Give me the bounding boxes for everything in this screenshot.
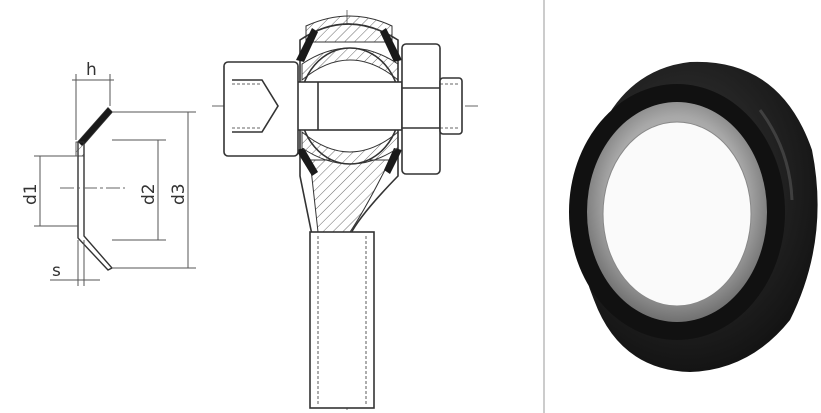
- dim-h-label: h: [86, 60, 97, 80]
- dim-d2-label: d2: [139, 183, 159, 205]
- dim-s-label: s: [52, 261, 61, 281]
- seal-lower-right: [384, 148, 402, 174]
- seal-bore: [602, 121, 752, 307]
- threaded-shank: [309, 231, 375, 409]
- seal-profile: [77, 106, 114, 271]
- dim-d1-label: d1: [21, 183, 41, 205]
- dim-d3-label: d3: [169, 183, 189, 205]
- rod-end-assembly-drawing: [212, 10, 478, 410]
- seal-lower-left: [296, 148, 318, 176]
- hex-nut: [401, 43, 441, 175]
- seal-section-drawing: h d1 d2 d3 s: [21, 60, 196, 286]
- bolt-end: [439, 77, 463, 135]
- bolt-shank: [295, 81, 403, 131]
- seal-lip: [78, 108, 112, 146]
- fitting-body: [223, 61, 299, 157]
- seal-photo: [569, 61, 818, 372]
- seal-upper-right: [380, 28, 402, 62]
- seal-upper-left: [296, 28, 318, 62]
